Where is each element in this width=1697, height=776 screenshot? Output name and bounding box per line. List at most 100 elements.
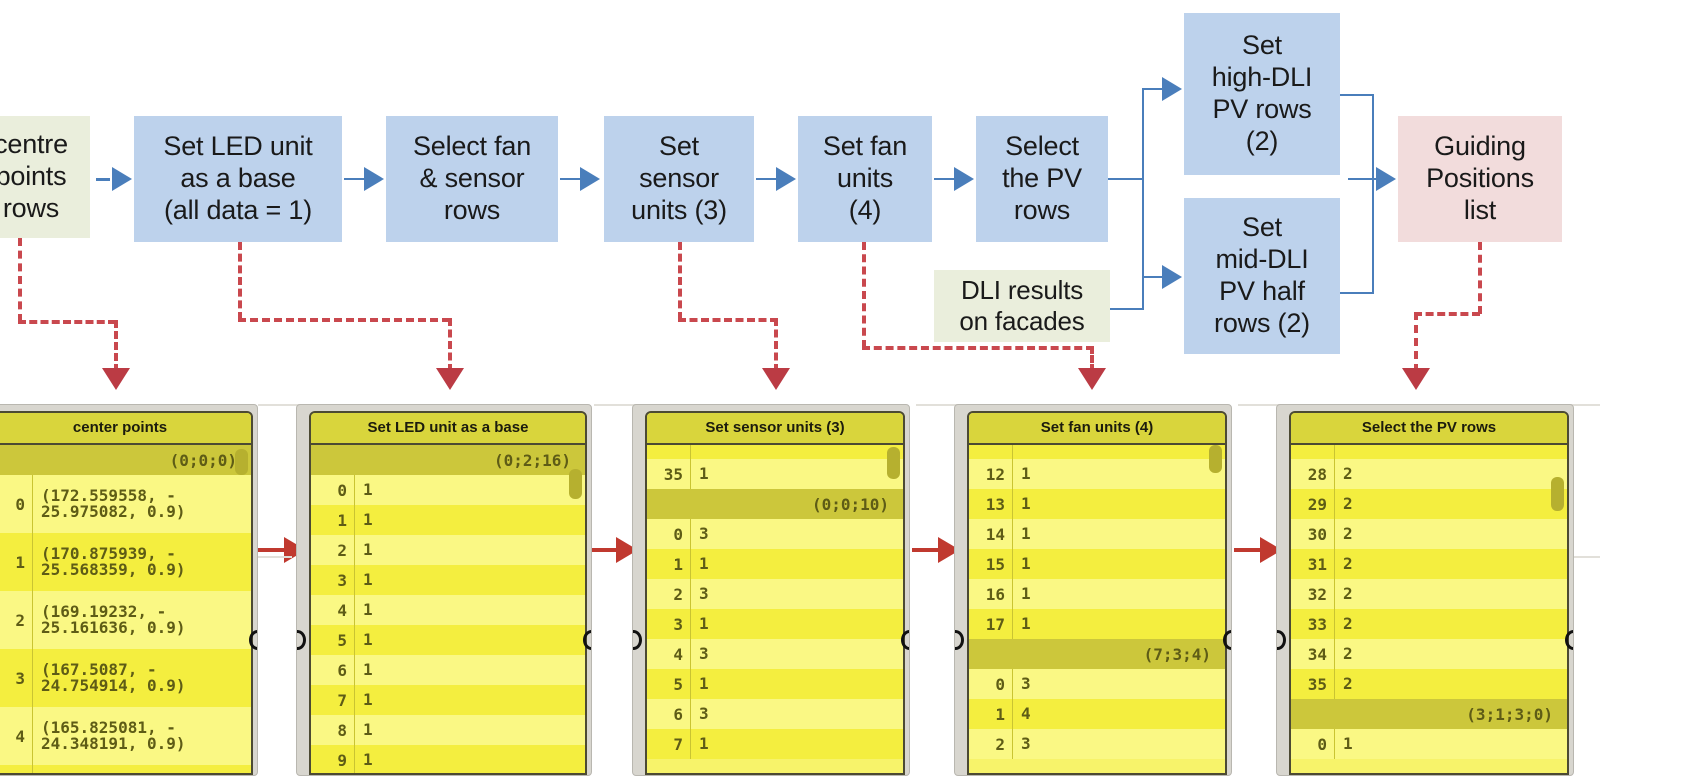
node-set-sensor-units[interactable]: Set sensor units (3) xyxy=(604,116,754,242)
panel-title: Set sensor units (3) xyxy=(647,413,903,445)
connector-mid-out xyxy=(1340,292,1374,294)
row-index: 32 xyxy=(1291,579,1335,609)
table-row[interactable]: 4(165.825081, - 24.348191, 0.9) xyxy=(0,707,251,765)
panel-input-grip[interactable] xyxy=(1277,627,1286,650)
branch-path: (7;3;4) xyxy=(1143,644,1211,664)
panel-body[interactable]: 111 121 131 141 151 161 171 (7;3;4) 03 1… xyxy=(969,445,1225,773)
panel-body[interactable]: (0;0;0) 0(172.559558, - 25.975082, 0.9) … xyxy=(0,445,251,773)
connector-bus-to-mid xyxy=(1142,276,1168,278)
panel-set-sensor-units[interactable]: Set sensor units (3) 341 351 (0;0;10) 03… xyxy=(632,404,910,776)
panel-branch-row: (3;1;3;0) xyxy=(1291,699,1567,729)
row-value: 1 xyxy=(1021,463,1031,483)
panel-input-grip[interactable] xyxy=(955,627,964,650)
node-set-high-dli-pv-rows[interactable]: Set high-DLI PV rows (2) xyxy=(1184,13,1340,175)
table-row[interactable]: 0(172.559558, - 25.975082, 0.9) xyxy=(0,475,251,533)
panel-output-grip[interactable] xyxy=(1223,627,1231,650)
panel-input-grip[interactable] xyxy=(297,627,306,650)
connector-split-bus xyxy=(1142,88,1144,310)
node-select-fan-sensor-rows[interactable]: Select fan & sensor rows xyxy=(386,116,558,242)
arrowhead-led-to-fansensor xyxy=(364,167,384,191)
node-label: Set fan units (4) xyxy=(822,131,908,225)
panel-scrollbar-thumb[interactable] xyxy=(569,469,582,499)
node-dli-results[interactable]: DLI results on facades xyxy=(934,270,1110,342)
table-row[interactable]: 1(170.875939, - 25.568359, 0.9) xyxy=(0,533,251,591)
node-label: Select fan & sensor rows xyxy=(412,131,532,225)
row-index: 15 xyxy=(969,549,1013,579)
table-row[interactable]: 2(169.19232, - 25.161636, 0.9) xyxy=(0,591,251,649)
panel-output-grip[interactable] xyxy=(249,627,257,650)
table-row[interactable]: 3(167.5087, - 24.754914, 0.9) xyxy=(0,649,251,707)
panel-set-fan-units[interactable]: Set fan units (4) 111 121 131 141 151 16… xyxy=(954,404,1232,776)
panel-body[interactable]: 272 282 292 302 312 322 332 342 352 (3;1… xyxy=(1291,445,1567,773)
panel-scrollbar-thumb[interactable] xyxy=(887,447,900,479)
table-row[interactable]: 111 xyxy=(969,445,1225,459)
connector-bus-to-high xyxy=(1142,88,1168,90)
panel-select-the-pv-rows[interactable]: Select the PV rows 272 282 292 302 312 3… xyxy=(1276,404,1574,776)
table-row[interactable]: 5(164.141462, - 23.941468, 0.9) xyxy=(0,765,251,773)
node-set-fan-units[interactable]: Set fan units (4) xyxy=(798,116,932,242)
row-value: 1 xyxy=(363,569,373,589)
dashed-sensor-drop-v2 xyxy=(774,318,778,372)
panel-output-grip[interactable] xyxy=(583,627,591,650)
row-index: 0 xyxy=(311,475,355,505)
node-set-led-unit[interactable]: Set LED unit as a base (all data = 1) xyxy=(134,116,342,242)
row-index: 33 xyxy=(1291,609,1335,639)
dashed-led-drop-v1 xyxy=(238,242,242,320)
dashed-fan-drop-h xyxy=(862,346,1094,350)
panel-scrollbar-thumb[interactable] xyxy=(1551,477,1564,511)
node-centre-points-rows[interactable]: centre points rows xyxy=(0,116,90,238)
panel-output-grip[interactable] xyxy=(1565,627,1573,650)
panel-body[interactable]: 341 351 (0;0;10) 03 11 23 31 43 51 63 71 xyxy=(647,445,903,773)
panel-input-grip[interactable] xyxy=(633,627,642,650)
panel-center-points[interactable]: center points (0;0;0) 0(172.559558, - 25… xyxy=(0,404,258,776)
panel-scrollbar-thumb[interactable] xyxy=(235,449,248,475)
node-guiding-positions-list[interactable]: Guiding Positions list xyxy=(1398,116,1562,242)
panel-output-grip[interactable] xyxy=(901,627,909,650)
node-set-mid-dli-pv-half-rows[interactable]: Set mid-DLI PV half rows (2) xyxy=(1184,198,1340,354)
table-row[interactable]: 341 xyxy=(647,445,903,459)
node-select-pv-rows[interactable]: Select the PV rows xyxy=(976,116,1108,242)
table-row[interactable]: 272 xyxy=(1291,445,1567,459)
panel-scrollbar-thumb[interactable] xyxy=(1209,445,1222,473)
row-value: 1 xyxy=(699,613,709,633)
